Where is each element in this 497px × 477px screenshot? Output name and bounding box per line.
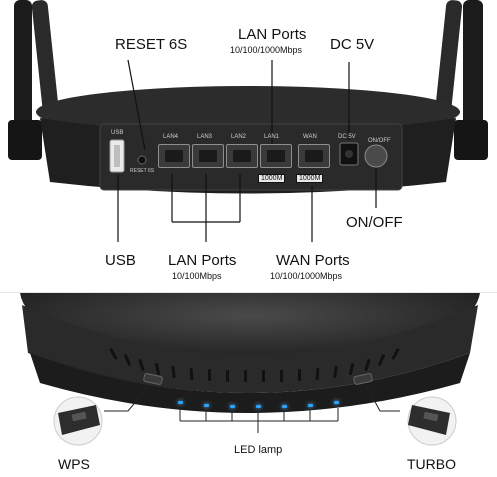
- panel-wan-text: WAN: [303, 134, 317, 140]
- dc-label: DC 5V: [330, 36, 375, 53]
- lan4-port: [158, 144, 190, 168]
- reset-label: RESET 6S: [115, 36, 188, 53]
- led-indicator: [256, 405, 261, 408]
- vent-slot: [244, 370, 247, 382]
- wps-label: WPS: [58, 456, 90, 472]
- antenna-right-inner: [433, 0, 463, 128]
- wan-ports-label: WAN Ports: [276, 252, 350, 269]
- lan-ports-top-speed: 10/100/1000Mbps: [230, 45, 303, 55]
- lan-ports-bottom-label: LAN Ports: [168, 252, 237, 269]
- lan1-port: [260, 144, 292, 168]
- vent-slot: [262, 370, 265, 382]
- reset-hole: [137, 155, 147, 165]
- wan-speed-tag: 1000M: [296, 174, 324, 183]
- turbo-label: TURBO: [407, 456, 456, 472]
- lan1-speed-tag: 1000M: [258, 174, 286, 183]
- led-indicator: [334, 401, 339, 404]
- lan3-port: [192, 144, 224, 168]
- panel-onoff-text: ON/OFF: [368, 138, 391, 144]
- panel-reset-text: RESET 6S: [130, 168, 155, 174]
- router-rear-illustration: [8, 0, 488, 242]
- panel-lan2-text: LAN2: [231, 134, 247, 140]
- antenna-right-outer: [463, 0, 483, 150]
- router-front-illustration: [20, 293, 480, 446]
- lan2-port: [226, 144, 258, 168]
- wan-port: [298, 144, 330, 168]
- panel-lan1-text: LAN1: [264, 134, 280, 140]
- on-off-label: ON/OFF: [346, 214, 403, 231]
- lan-ports-bottom-speed: 10/100Mbps: [172, 271, 222, 281]
- panel-lan3-text: LAN3: [197, 134, 213, 140]
- vent-slot: [226, 370, 229, 382]
- led-indicator: [178, 401, 183, 404]
- wan-ports-speed: 10/100/1000Mbps: [270, 271, 343, 281]
- section-divider: [0, 292, 497, 293]
- led-lamp-label: LED lamp: [234, 444, 283, 456]
- led-indicator: [204, 404, 209, 407]
- panel-dc-text: DC 5V: [338, 134, 356, 140]
- power-button: [364, 144, 388, 168]
- wps-button: [143, 373, 163, 385]
- led-indicator: [282, 405, 287, 408]
- led-indicator: [308, 404, 313, 407]
- led-indicator: [230, 405, 235, 408]
- vent-slot: [280, 370, 283, 382]
- antenna-left-inner: [31, 0, 61, 130]
- panel-lan4-text: LAN4: [163, 134, 179, 140]
- lan-ports-top-label: LAN Ports: [238, 26, 307, 43]
- panel-usb-text: USB: [111, 130, 124, 136]
- antenna-left-outer: [14, 0, 32, 150]
- turbo-button: [353, 373, 373, 385]
- vent-slot: [298, 369, 301, 381]
- usb-label: USB: [105, 252, 136, 269]
- vent-slot: [208, 369, 211, 381]
